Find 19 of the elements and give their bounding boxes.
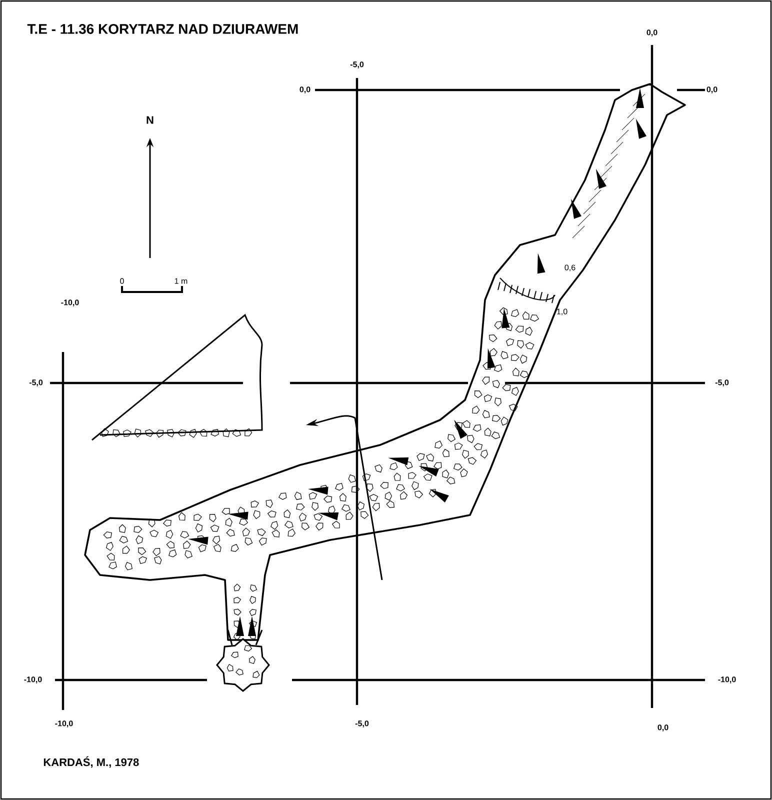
coordinate-label: -10,0: [61, 300, 79, 306]
coordinate-label: -10,0: [718, 676, 736, 684]
coordinate-label: -10,0: [55, 720, 73, 728]
scale-label: 1 m: [174, 278, 188, 284]
coordinate-label: -10,0: [24, 676, 42, 684]
coordinate-label: 0,0: [300, 86, 310, 94]
author-credit: KARDAŚ, M., 1978: [44, 756, 139, 768]
depth-label: 0,6: [564, 264, 576, 272]
coordinate-label: 0,0: [646, 30, 658, 36]
coordinate-label: -5,0: [29, 380, 43, 386]
title: T.E - 11.36 KORYTARZ NAD DZIURAWEM: [27, 24, 298, 34]
depth-label: 1,0: [557, 308, 568, 316]
coordinate-label: 0,0: [658, 724, 668, 732]
coordinate-label: -5,0: [350, 62, 364, 68]
north-label: N: [146, 116, 154, 124]
scale-label: 0: [120, 278, 124, 284]
coordinate-label: 0,0: [706, 86, 718, 94]
coordinate-label: -5,0: [715, 380, 729, 386]
coordinate-label: -5,0: [355, 720, 369, 728]
